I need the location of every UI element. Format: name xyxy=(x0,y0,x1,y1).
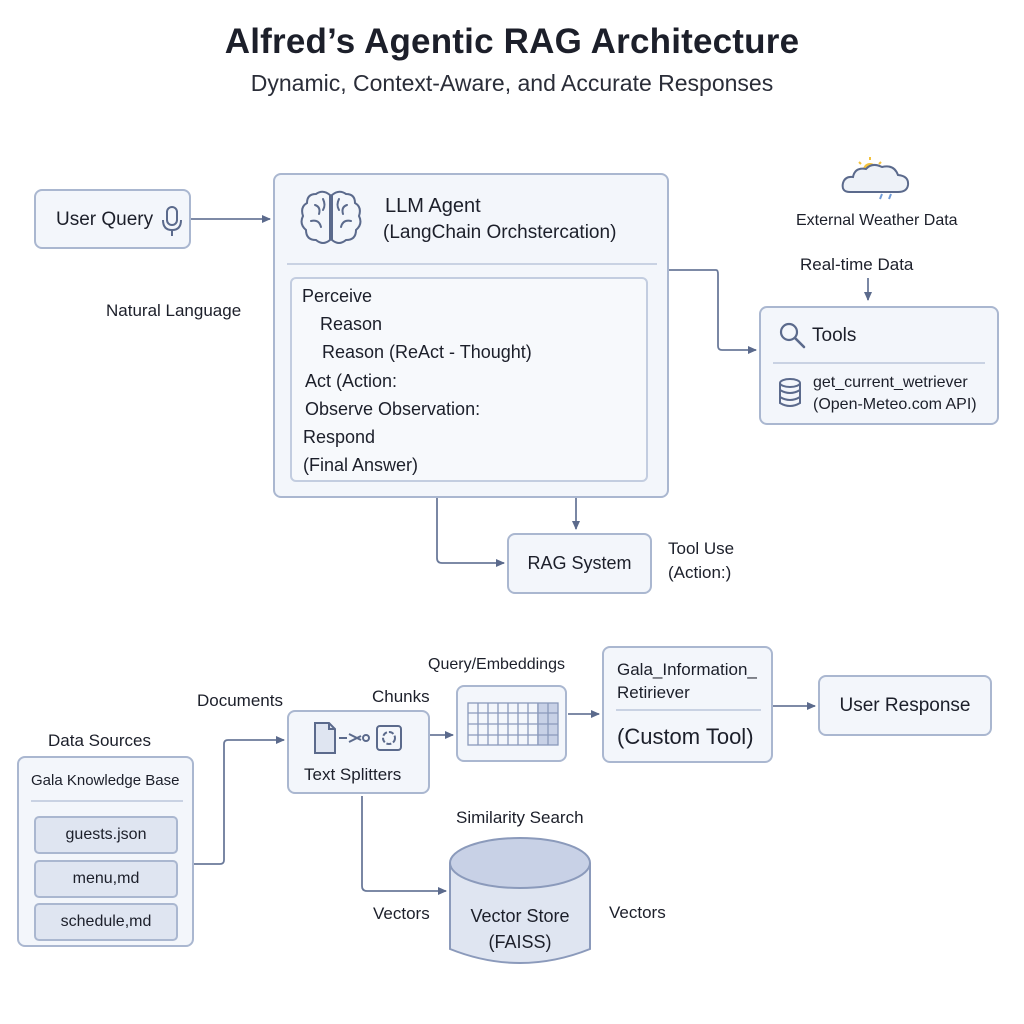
step-reason-react: Reason (ReAct - Thought) xyxy=(322,342,532,362)
arrow-sources-to-splitters xyxy=(194,736,285,865)
vectors-right-label: Vectors xyxy=(609,903,666,922)
vector-store-faiss-label: (FAISS) xyxy=(488,932,552,952)
vector-store-label: Vector Store xyxy=(470,906,570,926)
database-icon xyxy=(779,378,801,407)
step-perceive: Perceive xyxy=(302,286,373,306)
rag-system-label: RAG System xyxy=(527,553,632,573)
document-scissors-icon xyxy=(314,722,402,754)
documents-label: Documents xyxy=(197,691,283,710)
file-guests-json[interactable]: guests.json xyxy=(34,816,178,854)
page-subtitle: Dynamic, Context-Aware, and Accurate Res… xyxy=(250,70,774,96)
tool-api-name: (Open-Meteo.com API) xyxy=(813,396,977,413)
step-reason: Reason xyxy=(320,314,383,334)
gala-information-retriever-box[interactable]: Gala_Information_ Retiriever (Custom Too… xyxy=(602,646,773,763)
arrow-splitters-to-vectorstore xyxy=(361,796,447,895)
brain-icon xyxy=(300,190,362,244)
step-respond: Respond xyxy=(303,427,376,447)
text-splitters-box[interactable]: Text Splitters xyxy=(287,710,430,794)
knowledge-base-title: Gala Knowledge Base xyxy=(31,772,180,789)
file-menu-md[interactable]: menu,md xyxy=(34,860,178,898)
embedding-grid-icon xyxy=(467,702,559,746)
cloud-sun-rain-icon xyxy=(841,157,910,200)
user-query-label: User Query xyxy=(56,209,154,230)
arrow-agent-to-tools xyxy=(668,269,757,354)
step-final-answer: (Final Answer) xyxy=(303,455,419,475)
similarity-search-label: Similarity Search xyxy=(456,808,584,827)
query-embeddings-label: Query/Embeddings xyxy=(428,656,565,673)
user-response-label: User Response xyxy=(839,694,971,716)
realtime-data-label: Real-time Data xyxy=(800,255,914,274)
llm-agent-title: LLM Agent xyxy=(385,195,481,217)
chunks-label: Chunks xyxy=(372,687,430,706)
data-sources-title: Data Sources xyxy=(48,731,151,750)
tools-divider xyxy=(773,362,985,364)
user-response-box[interactable]: User Response xyxy=(818,675,992,736)
text-splitters-label: Text Splitters xyxy=(304,765,402,784)
search-icon xyxy=(779,322,806,349)
microphone-icon xyxy=(162,206,182,236)
gala-tool-name-line2: Retiriever xyxy=(617,683,690,702)
tools-title: Tools xyxy=(812,325,857,346)
external-weather-label: External Weather Data xyxy=(796,212,958,229)
step-act: Act (Action: xyxy=(305,371,398,391)
rag-system-box[interactable]: RAG System xyxy=(507,533,652,594)
embedding-grid-box[interactable] xyxy=(456,685,567,762)
arrow-agent-to-rag xyxy=(436,497,505,567)
tools-box[interactable]: Tools get_current_wetriever (Open-Meteo.… xyxy=(759,306,999,425)
tool-use-action-label: (Action:) xyxy=(668,563,732,582)
llm-agent-subtitle: (LangChain Orchstercation) xyxy=(383,222,617,243)
natural-language-label: Natural Language xyxy=(106,301,242,320)
user-query-box[interactable]: User Query xyxy=(34,189,191,249)
gala-knowledge-base-box: Gala Knowledge Base guests.json menu,md … xyxy=(17,756,194,947)
page-title: Alfred’s Agentic RAG Architecture xyxy=(224,22,800,61)
llm-agent-box[interactable]: LLM Agent (LangChain Orchstercation) Per… xyxy=(273,173,669,498)
gala-tool-custom-label: (Custom Tool) xyxy=(617,724,754,749)
vectors-left-label: Vectors xyxy=(373,904,430,923)
reasoning-loop-panel: Perceive Reason Reason (ReAct - Thought)… xyxy=(290,277,648,482)
file-schedule-md[interactable]: schedule,md xyxy=(34,903,178,941)
knowledge-base-divider xyxy=(31,800,183,802)
step-observe: Observe Observation: xyxy=(305,399,481,419)
tool-function-name: get_current_wetriever xyxy=(813,374,968,391)
gala-tool-name-line1: Gala_Information_ xyxy=(617,660,757,679)
llm-agent-divider xyxy=(287,263,657,265)
gala-tool-divider xyxy=(616,709,761,711)
vector-store-cylinder[interactable] xyxy=(447,835,593,977)
tool-use-label: Tool Use xyxy=(668,539,735,558)
